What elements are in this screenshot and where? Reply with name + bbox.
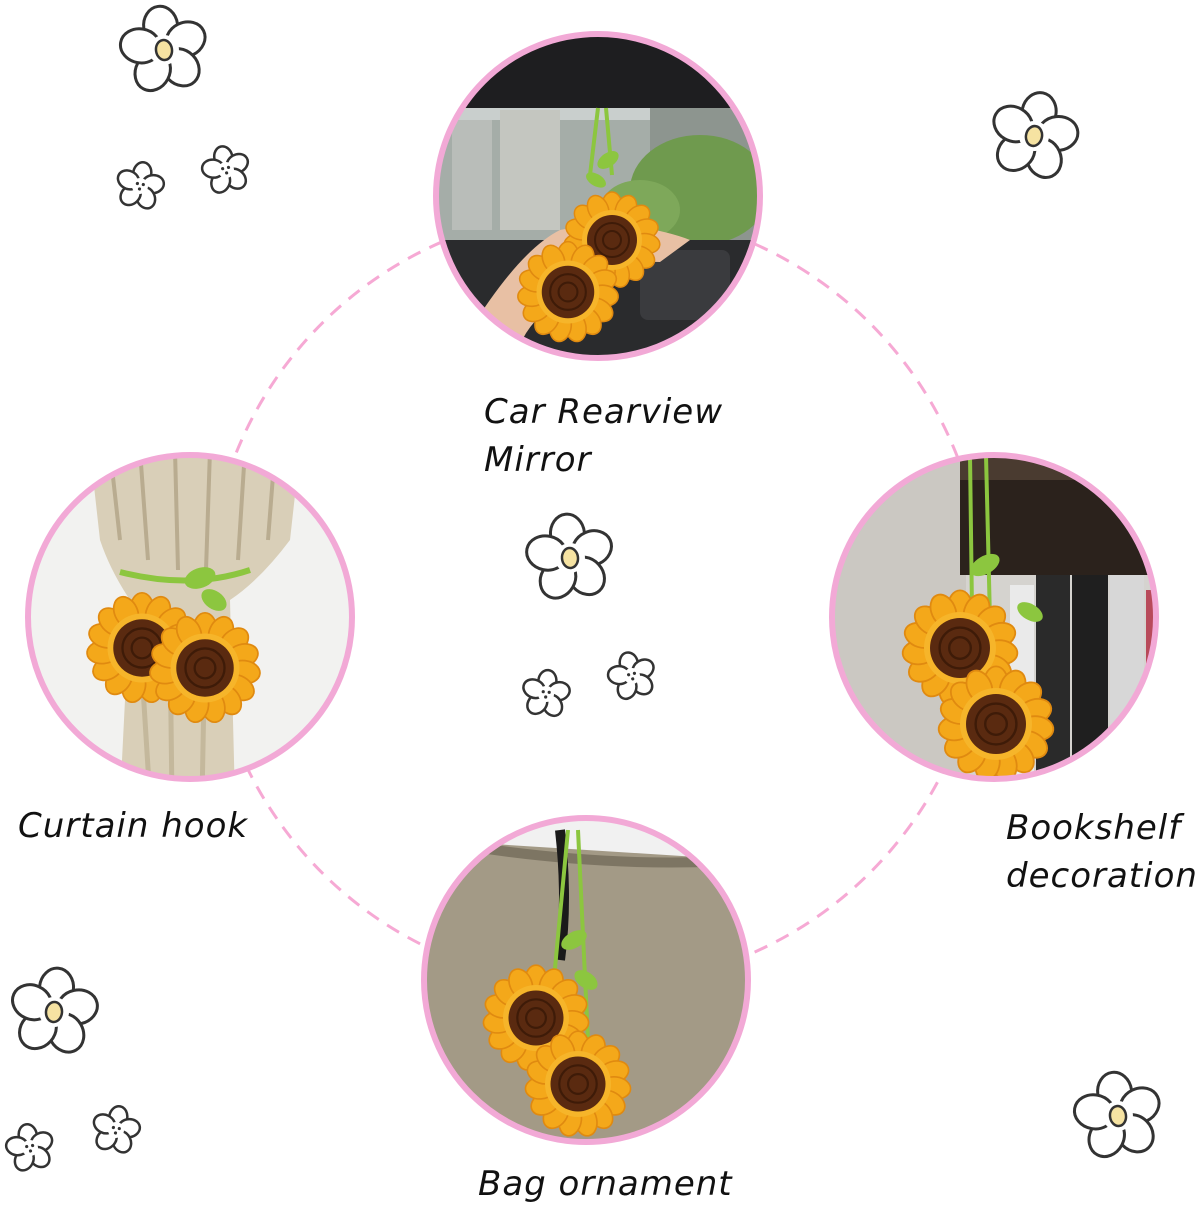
flower-doodle-icon [1063,1064,1173,1170]
flower-doodle-icon [109,0,219,104]
flower-doodle-icon [600,645,665,708]
flower-doodle-icon [0,1118,61,1179]
car-mirror-photo [433,31,763,361]
flower-doodle-icon [194,139,258,201]
flower-doodle-icon [85,1100,147,1161]
flower-doodle-icon [109,156,171,217]
flower-doodle-icon [517,507,624,610]
bag-ornament-photo [421,815,751,1145]
bookshelf-label-line2: decoration [1006,856,1198,896]
bookshelf-photo [829,452,1159,782]
bookshelf-label: Bookshelf decoration [1006,804,1200,900]
bag-ornament-label: Bag ornament [478,1164,733,1204]
curtain-hook-label: Curtain hook [18,806,249,846]
flower-doodle-icon [0,961,107,1064]
flower-doodle-icon [976,81,1091,192]
car-mirror-label-line2: Mirror [484,440,592,480]
bookshelf-label-line1: Bookshelf [1006,808,1182,848]
car-mirror-label-line1: Car Rearview [484,392,724,432]
flower-doodle-icon [516,666,576,723]
car-mirror-label: Car Rearview Mirror [484,388,764,484]
curtain-hook-photo [25,452,355,782]
